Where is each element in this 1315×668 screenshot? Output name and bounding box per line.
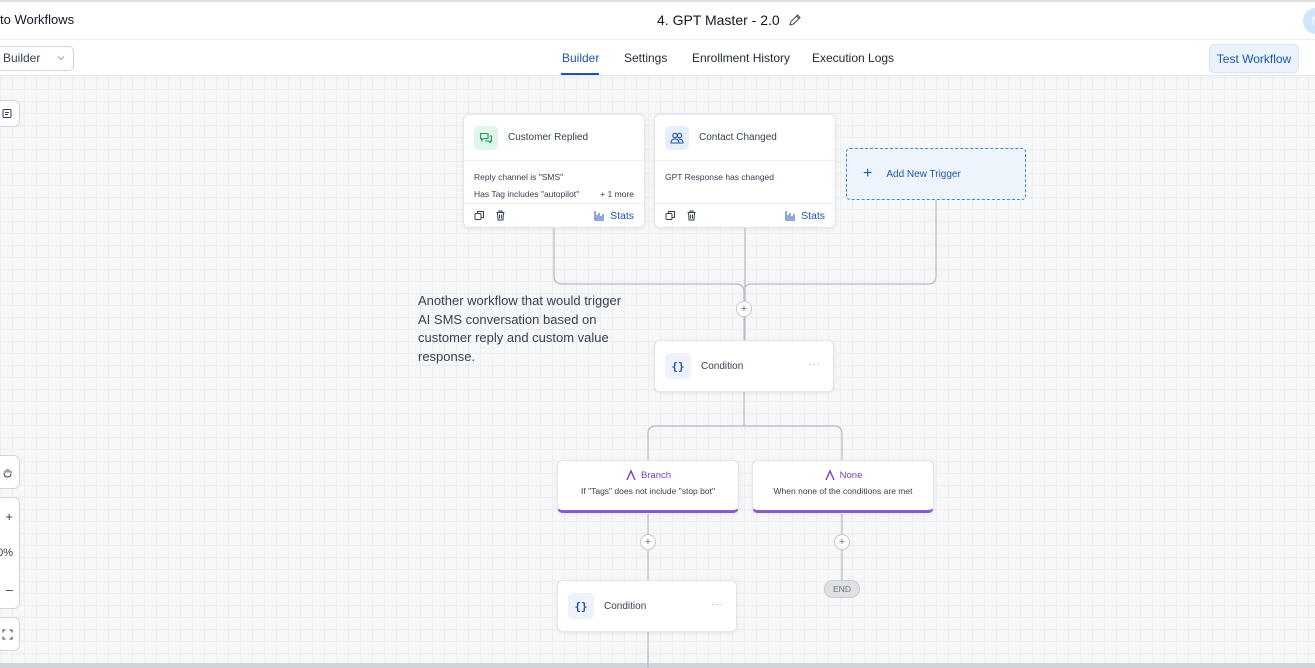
workflow-title: 4. GPT Master - 2.0: [657, 12, 802, 28]
add-step-plus-button[interactable]: +: [834, 534, 850, 550]
condition-label: Condition: [701, 360, 744, 372]
trigger-filter-line: GPT Response has changed: [665, 172, 774, 182]
user-avatar[interactable]: N: [1303, 8, 1315, 34]
mode-select[interactable]: Builder: [0, 46, 74, 71]
bar-chart-icon: [594, 211, 605, 221]
stats-label: Stats: [801, 209, 825, 222]
chevron-down-icon: [57, 56, 65, 61]
condition-node[interactable]: {} Condition ···: [557, 580, 737, 632]
trigger-footer: Stats: [464, 203, 644, 227]
chat-bubbles-icon: [474, 125, 498, 150]
trigger-title: Contact Changed: [699, 132, 777, 143]
branch-subtitle: When none of the conditions are met: [773, 486, 913, 496]
trigger-card-customer-replied[interactable]: Customer Replied Reply channel is "SMS" …: [463, 114, 645, 228]
zoom-level-label: 00%: [0, 546, 13, 559]
copy-icon[interactable]: [474, 210, 485, 221]
add-new-trigger-label: Add New Trigger: [886, 168, 961, 180]
trigger-filters: GPT Response has changed: [655, 161, 835, 203]
branch-icon: [825, 469, 835, 481]
stats-button[interactable]: Stats: [785, 210, 825, 222]
tab-bar: Builder Builder Settings Enrollment Hist…: [0, 40, 1315, 76]
fit-to-screen-button[interactable]: [0, 617, 20, 651]
zoom-controls: + 00% –: [0, 497, 20, 609]
branch-title-text: None: [839, 469, 863, 481]
test-workflow-button[interactable]: Test Workflow: [1209, 44, 1299, 73]
trigger-title: Customer Replied: [508, 132, 589, 143]
copy-icon[interactable]: [665, 210, 676, 221]
notes-toggle-button[interactable]: [0, 100, 20, 127]
more-filters-link[interactable]: + 1 more: [600, 189, 634, 199]
trigger-card-contact-changed[interactable]: Contact Changed GPT Response has changed…: [654, 114, 836, 228]
canvas-note-text[interactable]: Another workflow that would trigger AI S…: [418, 293, 622, 364]
braces-icon: {}: [568, 593, 594, 619]
edit-pencil-icon[interactable]: [788, 13, 802, 27]
tab-settings[interactable]: Settings: [624, 51, 668, 65]
end-node: END: [824, 580, 860, 598]
add-new-trigger-button[interactable]: + Add New Trigger: [846, 148, 1026, 200]
pan-hand-button[interactable]: [0, 455, 20, 489]
branch-title: Branch: [558, 469, 738, 481]
fit-screen-icon: [2, 629, 13, 639]
contacts-icon: [665, 125, 689, 150]
plus-icon: +: [863, 165, 873, 182]
trigger-filters: Reply channel is "SMS" Has Tag includes …: [464, 161, 644, 203]
workflow-title-text: 4. GPT Master - 2.0: [657, 12, 780, 28]
trigger-header: Customer Replied: [464, 115, 644, 161]
condition-node[interactable]: {} Condition ···: [654, 340, 834, 392]
tab-execution-logs[interactable]: Execution Logs: [812, 51, 895, 65]
branch-title-text: Branch: [640, 469, 672, 481]
hand-icon: [3, 468, 12, 478]
active-tab-indicator: [561, 73, 599, 75]
more-options-icon[interactable]: ···: [808, 359, 821, 370]
more-options-icon[interactable]: ···: [711, 599, 724, 610]
horizontal-scrollbar[interactable]: [0, 663, 1315, 668]
zoom-out-button[interactable]: –: [5, 581, 13, 597]
stats-button[interactable]: Stats: [594, 210, 634, 222]
branch-subtitle: If "Tags" does not include "stop bot": [581, 486, 715, 496]
trash-icon[interactable]: [495, 210, 506, 221]
branch-icon: [626, 469, 636, 481]
trash-icon[interactable]: [686, 210, 697, 221]
mode-select-value: Builder: [3, 51, 41, 65]
none-branch-node[interactable]: None When none of the conditions are met: [752, 460, 934, 513]
zoom-in-button[interactable]: +: [5, 509, 13, 525]
branch-node[interactable]: Branch If "Tags" does not include "stop …: [557, 460, 739, 513]
trigger-header: Contact Changed: [655, 115, 835, 161]
braces-icon: {}: [665, 353, 691, 379]
trigger-filter-line: Has Tag includes "autopilot": [474, 189, 580, 199]
condition-label: Condition: [604, 600, 647, 612]
add-step-plus-button[interactable]: +: [736, 301, 752, 317]
tab-enrollment-history[interactable]: Enrollment History: [692, 51, 791, 65]
stats-label: Stats: [610, 209, 634, 222]
add-step-plus-button[interactable]: +: [640, 534, 656, 550]
trigger-filter-line: Reply channel is "SMS": [474, 172, 564, 182]
back-to-workflows-link[interactable]: to Workflows: [0, 12, 75, 27]
branch-title: None: [753, 469, 933, 481]
bar-chart-icon: [785, 211, 796, 221]
note-icon: [2, 109, 12, 118]
trigger-footer: Stats: [655, 203, 835, 227]
top-bar: to Workflows 4. GPT Master - 2.0 N: [0, 0, 1315, 40]
tab-builder[interactable]: Builder: [562, 51, 600, 65]
